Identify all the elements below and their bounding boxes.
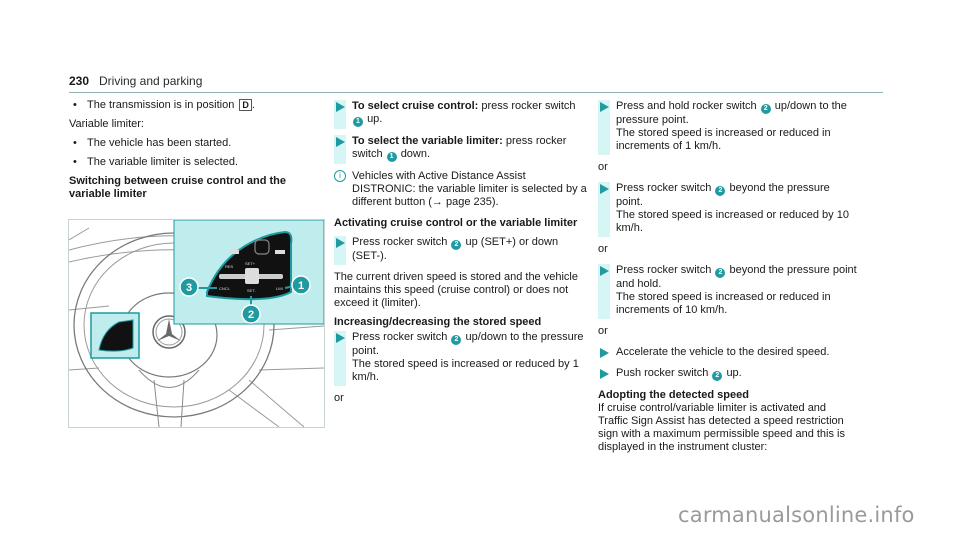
variable-limiter-label: Variable limiter: [69,118,144,130]
step-bold: To select cruise control: [352,100,479,112]
step-bar [598,182,610,237]
steering-wheel-illustration: RES SET+ CNCL SET- LIM 3 1 2 [68,219,325,428]
paragraph-current-speed: The current driven speed is stored and t… [334,271,578,309]
info-icon: i [334,170,346,182]
step-text: Accelerate the vehicle to the desired sp… [616,346,830,358]
callout-2-icon: 2 [715,268,726,278]
section-heading-adopting: Adopting the detected speed [598,389,749,401]
column-2: To select cruise control: press rocker s… [334,100,589,413]
step-accelerate: Accelerate the vehicle to the desired sp… [598,346,858,359]
step-bar [334,331,346,386]
step-text: beyond the pressure point. [616,182,830,208]
bullet-item: • The vehicle has been started. [69,137,324,150]
page-header: 230 Driving and parking [69,72,883,93]
callout-1-icon: 1 [386,152,397,162]
svg-text:2: 2 [248,309,254,321]
step-bold: To select the variable limiter: [352,135,503,147]
bullet-dot-icon: • [73,156,77,168]
step-press-set: Press rocker switch 2 up (SET+) or down … [334,236,589,265]
column-3: Press and hold rocker switch 2 up/down t… [598,100,858,460]
step-select-limiter: To select the variable limiter: press ro… [334,135,589,164]
step-select-cruise: To select cruise control: press rocker s… [334,100,589,129]
bullet-text: The transmission is in position [87,99,235,111]
page-number: 230 [69,74,90,88]
step-text: up. [367,113,383,125]
bullet-text: The vehicle has been started. [87,137,232,149]
section-heading-activating: Activating cruise control or the variabl… [334,217,578,229]
step-text: up (SET+) or down (SET-). [352,236,559,262]
callout-1-icon: 1 [353,117,363,127]
info-note: i Vehicles with Active Distance Assist D… [334,170,589,209]
callout-1: 1 [291,275,311,295]
step-arrow-icon [600,348,609,358]
step-press-hold: Press and hold rocker switch 2 up/down t… [598,100,858,155]
step-press-beyond-hold: Press rocker switch 2 beyond the pressur… [598,264,858,319]
bullet-transmission: • The transmission is in position D. [69,99,324,112]
section-title: Driving and parking [99,74,203,88]
step-result: The stored speed is increased or reduced… [616,291,831,316]
or-separator: or [598,243,608,255]
set-minus-label: SET- [247,288,257,293]
step-text: Press and hold rocker switch [616,100,757,112]
step-text: Press rocker switch [352,331,448,343]
step-arrow-icon [336,102,345,112]
gear-d-key: D [239,99,252,111]
step-bar [598,100,610,155]
res-label: RES [225,264,234,269]
step-text: up/down to the pressure point. [616,100,847,126]
step-text: press rocker switch [352,135,567,160]
step-text: press rocker switch [481,100,576,112]
callout-2-icon: 2 [451,240,462,250]
step-text: Push rocker switch [616,367,709,379]
paragraph-adopting: If cruise control/variable limiter is ac… [598,402,845,453]
step-arrow-icon [336,333,345,343]
bullet-text: The variable limiter is selected. [87,156,239,168]
step-text: up. [726,367,742,379]
or-separator: or [334,392,344,404]
bullet-dot-icon: • [73,99,77,111]
callout-3: 3 [179,277,199,297]
svg-text:1: 1 [298,280,304,292]
step-text: beyond the pressure point and hold. [616,264,857,290]
step-text: Press rocker switch [616,182,712,194]
lim-label: LIM [276,286,283,291]
step-arrow-icon [336,238,345,248]
info-text[interactable]: Vehicles with Active Distance Assist DIS… [352,170,587,208]
cncl-label: CNCL [219,286,231,291]
step-result: The stored speed is increased or reduced… [352,358,579,383]
step-result: The stored speed is increased or reduced… [616,127,831,152]
step-arrow-icon [600,369,609,379]
or-separator: or [598,325,608,337]
watermark[interactable]: carmanualsonline.info [678,503,915,527]
step-arrow-icon [336,137,345,147]
svg-text:3: 3 [186,282,192,294]
step-result: The stored speed is increased or reduced… [616,209,849,234]
callout-2-icon: 2 [712,371,723,381]
punctuation: . [251,99,255,111]
callout-2-icon: 2 [760,104,771,114]
step-arrow-icon [600,102,609,112]
step-text: up/down to the pressure point. [352,331,584,357]
step-arrow-icon [600,184,609,194]
or-separator: or [598,161,608,173]
steering-wheel-drawing: RES SET+ CNCL SET- LIM 3 1 2 [69,220,324,427]
step-text: down. [400,148,431,160]
step-arrow-icon [600,266,609,276]
callout-2-icon: 2 [451,335,462,345]
step-text: Press rocker switch [352,236,448,248]
section-heading-incdec: Increasing/decreasing the stored speed [334,316,542,328]
column-1: • The transmission is in position D. Var… [69,99,324,207]
step-press-pressure-point: Press rocker switch 2 up/down to the pre… [334,331,589,386]
step-push-up: Push rocker switch 2 up. [598,367,858,381]
step-press-beyond: Press rocker switch 2 beyond the pressur… [598,182,858,237]
step-bar [598,264,610,319]
set-plus-label: SET+ [245,261,256,266]
bullet-dot-icon: • [73,137,77,149]
touch-control-icon [254,239,270,255]
step-text: Press rocker switch [616,264,712,276]
callout-2: 2 [241,304,261,324]
section-heading-switching: Switching between cruise control and the… [69,175,286,200]
bullet-item: • The variable limiter is selected. [69,156,324,169]
callout-2-icon: 2 [715,186,726,196]
